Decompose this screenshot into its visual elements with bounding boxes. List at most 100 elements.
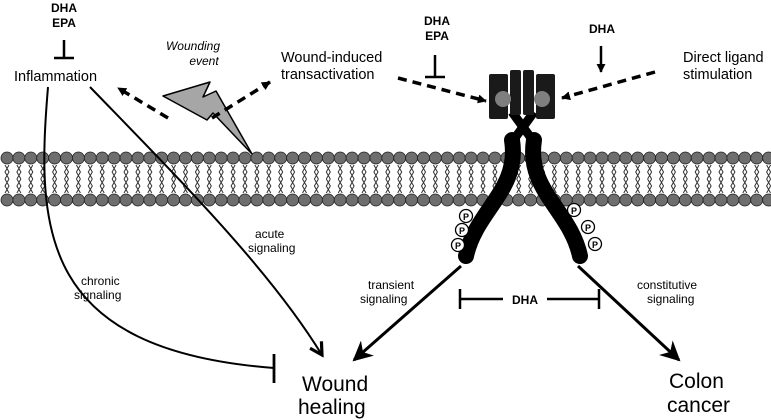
lipid-head [667,151,680,165]
lightning-bolt-icon [162,81,253,155]
lipid-head [179,151,192,165]
lipid-head [750,193,764,207]
lipid-head [274,193,288,207]
lipid-head [60,193,73,207]
inhibitor-epa-left: EPA [52,16,76,30]
lipid-head [72,151,85,165]
lipid-head [214,193,228,207]
lipid-head [250,193,264,207]
lipid-head [107,193,121,207]
ligand-left [495,91,511,107]
phospho-site: P [566,202,582,218]
lipid-head [559,151,573,165]
phospho-site: P [458,208,474,224]
wounding-event-label: event [189,54,219,68]
wound-healing-label: Wound [302,373,368,396]
chronic-signaling-label: chronic [81,274,120,288]
lipid-head [440,193,454,207]
lipid-head [357,151,371,165]
receptor-dimer [458,70,588,264]
transactivation-label: transactivation [281,67,375,83]
colon-cancer-label: Colon [669,370,724,393]
lipid-head [607,193,621,207]
lipid-head [702,193,716,207]
lipid-head [738,151,752,165]
lipid-head [655,151,668,165]
lipid-head [571,151,585,165]
transactivation-label: Wound-induced [281,50,382,66]
lipid-head [607,151,621,165]
lipid-head [726,193,740,207]
lipid-head [131,151,145,165]
transient-signaling-label: signaling [360,292,407,306]
lipid-head [12,151,26,165]
lipid-head [631,193,645,207]
lipid-head [678,193,692,207]
acute-signaling-label: acute [255,227,285,241]
lipid-head [678,151,692,165]
lipid-head [393,151,407,165]
lipid-head [405,151,419,165]
inhibition-bottom [458,289,601,309]
direct-ligand-label: stimulation [683,67,752,83]
lipid-head [667,193,680,207]
lipid-head [131,193,145,207]
lipid-head [262,151,276,165]
lipid-head [238,193,252,207]
colon-cancer-label: cancer [667,394,730,417]
lipid-head [321,193,335,207]
lipid-head [24,151,38,165]
lipid-head [48,193,61,207]
lipid-head [548,151,561,165]
ligand-right [534,91,550,107]
lipid-head [690,151,704,165]
lipid-head [428,193,442,207]
lipid-head [583,193,597,207]
lipid-head [309,151,323,165]
cell-membrane [0,151,771,207]
lipid-head [167,151,181,165]
lipid-head [95,151,109,165]
lipid-head [298,151,311,165]
lipid-head [262,193,276,207]
lipid-head [119,193,133,207]
svg-text:P: P [459,226,465,236]
lipid-head [452,193,466,207]
lipid-head [155,193,169,207]
lipid-head [428,151,442,165]
lipid-head [357,193,371,207]
lipid-head [95,193,109,207]
acute-signaling-label: signaling [248,241,295,255]
lipid-head [48,151,61,165]
lipid-head [762,193,771,207]
svg-text:P: P [592,240,598,250]
inhibitor-dha-bottom: DHA [512,293,538,307]
lipid-head [60,151,73,165]
lipid-head [405,193,419,207]
lipid-head [298,193,311,207]
lipid-head [726,151,740,165]
phospho-site: P [587,236,603,252]
inhibitor-epa-center: EPA [425,29,449,43]
lipid-head [321,151,335,165]
svg-text:P: P [571,206,577,216]
lipid-head [238,151,252,165]
inhibition-center [425,55,445,79]
lipid-head [369,193,383,207]
lipid-head [643,151,656,165]
arrow-transactivation-to-receptor [397,76,487,104]
constitutive-signaling-label: constitutive [637,278,697,292]
lipid-head [345,151,359,165]
lipid-head [286,151,300,165]
lipid-head [381,193,395,207]
lipid-head [274,151,288,165]
lipid-head [476,151,490,165]
transient-signaling-label: transient [368,278,415,292]
lipid-head [381,151,395,165]
lipid-head [643,193,656,207]
lipid-head [24,193,38,207]
lipid-head [631,151,645,165]
lipid-head [595,193,609,207]
lipid-head [83,193,97,207]
